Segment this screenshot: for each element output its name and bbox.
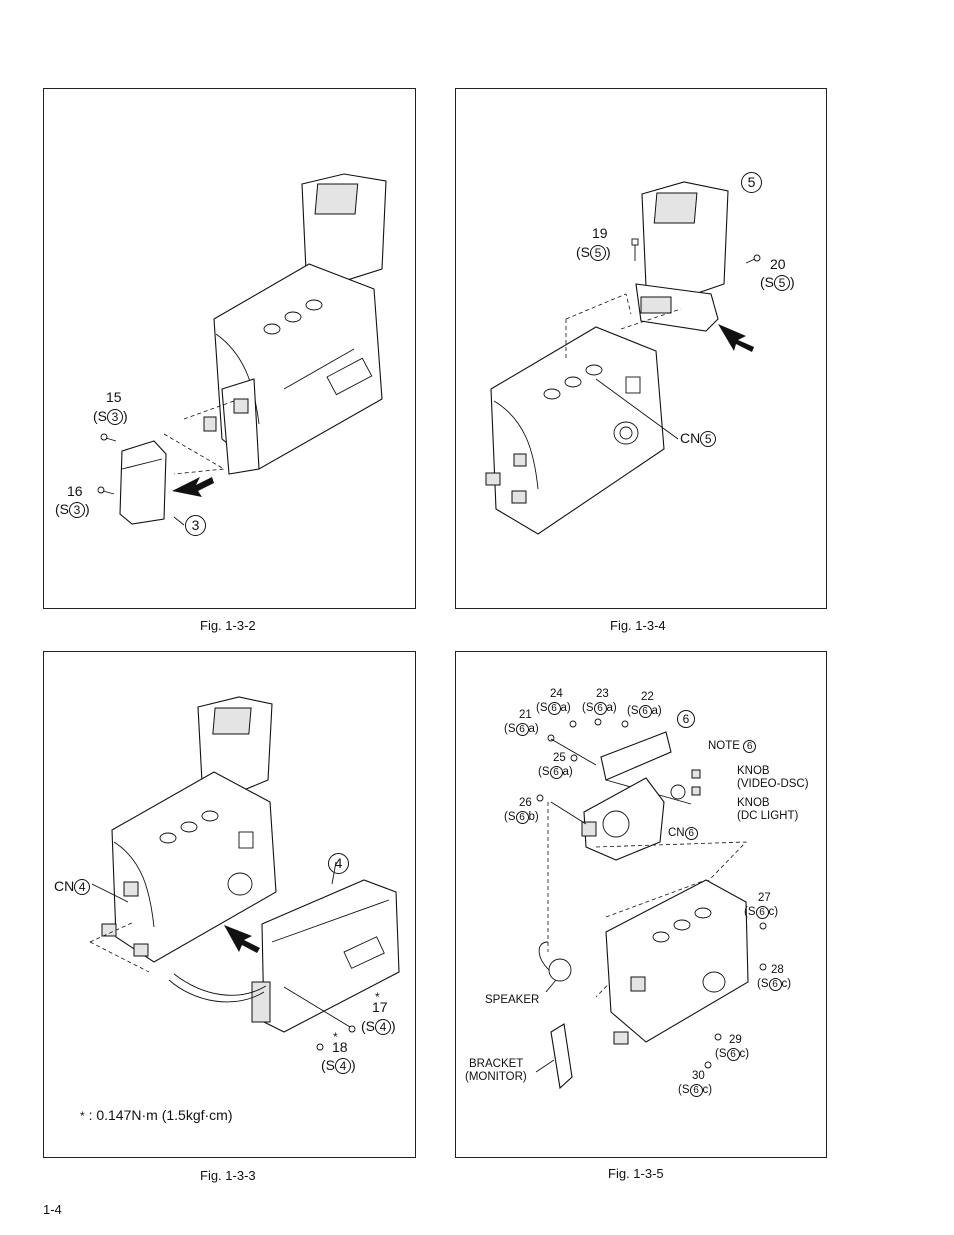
figure-caption-1-3-4: Fig. 1-3-4: [610, 618, 666, 633]
torque-star-17: *: [375, 990, 380, 1004]
screw-label-25: 25: [553, 752, 566, 764]
torque-note: * : 0.147N·m (1.5kgf·cm): [80, 1107, 233, 1123]
screw-label-22: 22: [641, 691, 654, 703]
screw-label-28: 28: [771, 964, 784, 976]
screw-label-30: 30: [692, 1070, 705, 1082]
screw-label-23: 23: [596, 688, 609, 700]
knob-video-dsc-line1: KNOB: [737, 765, 770, 777]
camcorder-drawing-fig-1-3-4: [485, 181, 761, 535]
screw-label-20: 20: [770, 256, 786, 272]
knob-dc-light-line2: (DC LIGHT): [737, 810, 799, 822]
screw-label-17: 17: [372, 999, 388, 1015]
screw-label-24: 24: [550, 688, 563, 700]
camcorder-drawing-fig-1-3-2: [97, 173, 387, 526]
knob-dc-light-line1: KNOB: [737, 797, 770, 809]
figure-caption-1-3-3: Fig. 1-3-3: [200, 1168, 256, 1183]
screw-label-21: 21: [519, 709, 532, 721]
screw-label-18: 18: [332, 1039, 348, 1055]
part-callout-5: 5: [741, 172, 762, 193]
camcorder-exploded-drawing-fig-1-3-5: [535, 718, 767, 1090]
bracket-monitor-line1: BRACKET: [469, 1058, 524, 1070]
screw-label-27: 27: [758, 892, 771, 904]
page-number: 1-4: [43, 1202, 62, 1217]
part-callout-6: 6: [677, 710, 695, 728]
screw-label-16: 16: [67, 483, 83, 499]
knob-video-dsc-line2: (VIDEO-DSC): [737, 778, 809, 790]
torque-star-18: *: [333, 1030, 338, 1044]
part-callout-4: 4: [328, 853, 349, 874]
screw-label-15: 15: [106, 389, 122, 405]
speaker-label: SPEAKER: [485, 994, 540, 1006]
bracket-monitor-line2: (MONITOR): [465, 1071, 527, 1083]
screw-label-19: 19: [592, 225, 608, 241]
camcorder-drawing-fig-1-3-3: [89, 696, 400, 1051]
screw-label-29: 29: [729, 1034, 742, 1046]
part-callout-3: 3: [185, 515, 206, 536]
screw-label-26: 26: [519, 797, 532, 809]
figure-caption-1-3-5: Fig. 1-3-5: [608, 1166, 664, 1181]
figure-caption-1-3-2: Fig. 1-3-2: [200, 618, 256, 633]
note-label: NOTE 6: [708, 740, 757, 753]
